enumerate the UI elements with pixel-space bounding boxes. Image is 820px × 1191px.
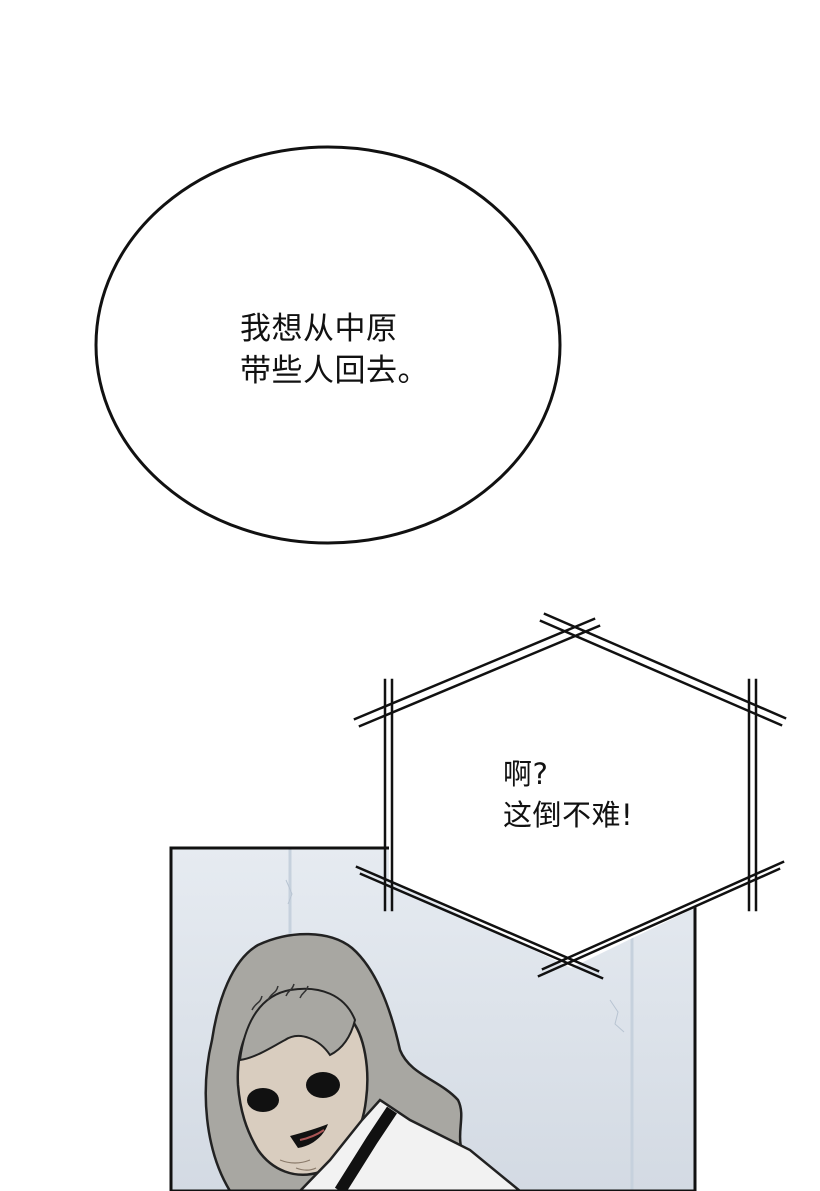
character-left-eye: [247, 1088, 279, 1112]
speech-line-2: 带些人回去。: [240, 353, 429, 389]
character-right-eye: [306, 1072, 340, 1098]
shout-bubble-text: 啊? 这倒不难!: [503, 754, 633, 836]
speech-line-1: 我想从中原: [240, 311, 398, 347]
character-mouth: [290, 1124, 328, 1148]
shout-bubble: [353, 612, 787, 980]
shout-line-1: 啊?: [503, 757, 549, 791]
speech-bubble: [94, 145, 562, 545]
shout-line-2: 这倒不难!: [503, 798, 634, 832]
speech-bubble-text: 我想从中原 带些人回去。: [240, 308, 429, 392]
